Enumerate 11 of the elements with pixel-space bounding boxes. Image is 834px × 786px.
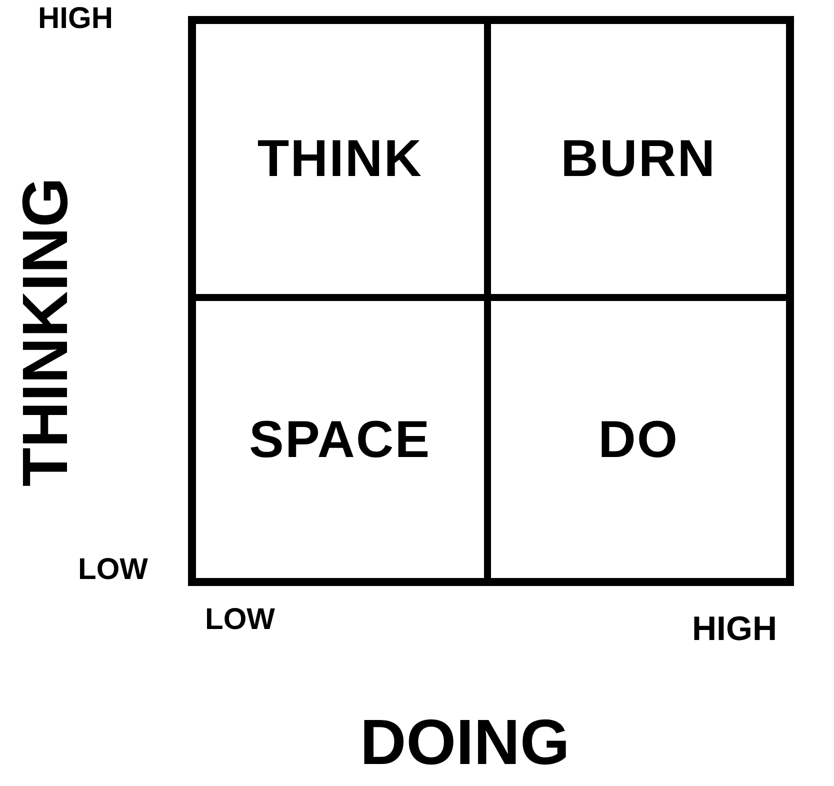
axis-title: DOING bbox=[360, 710, 570, 774]
quadrant-label: DO bbox=[598, 410, 679, 470]
axis-tick-label: LOW bbox=[205, 605, 275, 635]
quadrant-label: BURN bbox=[560, 129, 716, 190]
axis-tick-label: HIGH bbox=[38, 4, 113, 34]
quadrant-label: THINK bbox=[257, 129, 423, 190]
axis-tick-label: LOW bbox=[78, 555, 148, 585]
quadrant-label: SPACE bbox=[249, 410, 431, 470]
quadrant bbox=[196, 24, 491, 301]
axis-title: THINKING bbox=[13, 176, 77, 489]
axis-tick-label: HIGH bbox=[692, 612, 777, 646]
